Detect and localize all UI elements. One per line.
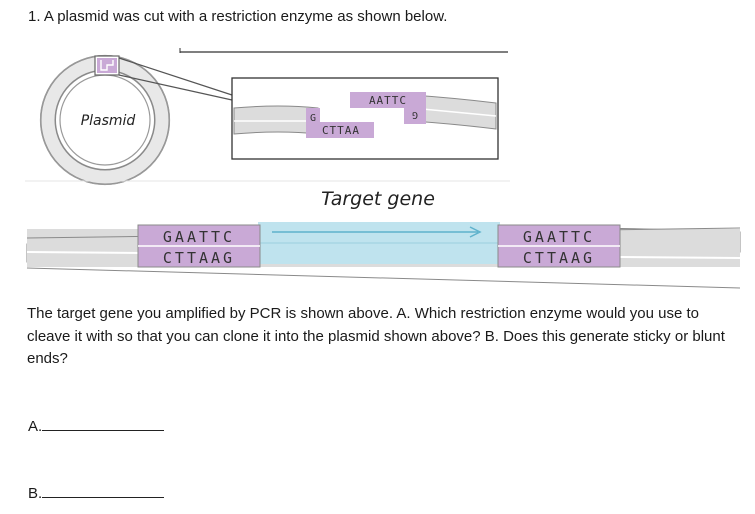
top-strand-overhang: AATTC [369,94,407,107]
left-site-top: GAATTC [163,228,235,246]
right-site-bottom: CTTAAG [523,249,595,267]
question-title: 1. A plasmid was cut with a restriction … [28,8,448,25]
plasmid-figure: Plasmid AATTC G G CTTAA Target gene GAAT… [25,48,741,289]
answer-a[interactable]: A. [28,416,165,435]
answer-a-label: A. [28,418,43,435]
left-site-bottom: CTTAAG [163,249,235,267]
top-strand-end: G [412,109,418,120]
right-site-top: GAATTC [523,228,595,246]
plasmid-label: Plasmid [81,113,136,129]
answer-b[interactable]: B. [28,483,165,502]
question-paragraph: The target gene you amplified by PCR is … [27,305,725,367]
bottom-strand-overhang: CTTAA [322,124,360,137]
bottom-strand-start: G [310,113,316,124]
answer-b-label: B. [28,485,43,502]
answer-a-blank[interactable] [42,416,165,431]
answer-b-blank[interactable] [42,483,165,498]
target-gene-title: Target gene [321,188,435,210]
plasmid-diagram [39,54,171,186]
